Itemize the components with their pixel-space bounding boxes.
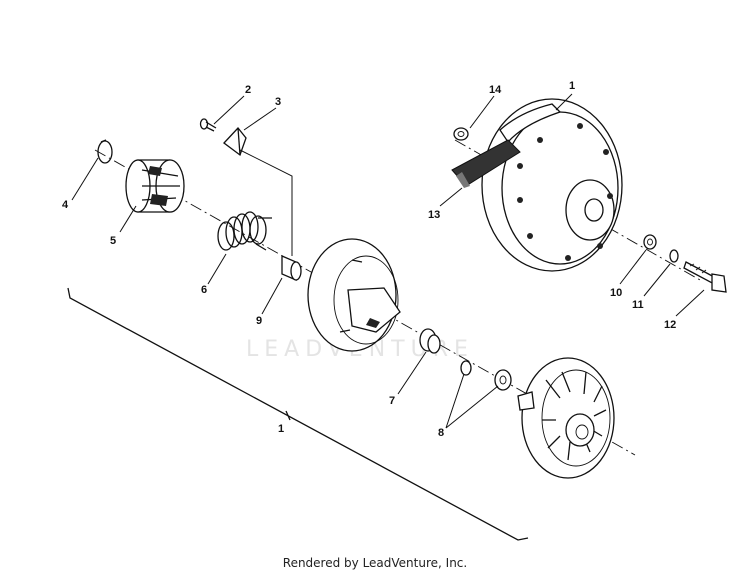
callout-12: 12 [664, 319, 676, 331]
leader-7 [397, 351, 427, 395]
leader-8 [445, 373, 499, 429]
assembly-bracket-tick [285, 410, 291, 421]
washer-part-14 [453, 127, 469, 141]
leader-4 [71, 157, 99, 201]
callout-1-top: 1 [569, 80, 575, 92]
callout-5: 5 [110, 235, 116, 247]
snap-ring-part [97, 139, 113, 164]
callout-4: 4 [62, 199, 69, 211]
callout-3: 3 [275, 96, 281, 108]
drive-belt-part [451, 139, 521, 188]
washers-part-8 [460, 360, 512, 391]
callout-13: 13 [428, 209, 440, 221]
leader-14 [469, 95, 495, 129]
leader-9 [261, 277, 283, 315]
leader-1-top [555, 93, 573, 111]
leader-11 [643, 263, 671, 297]
movable-sheave-part [307, 238, 401, 352]
leader-5 [119, 205, 137, 233]
callout-14: 14 [489, 84, 502, 96]
part3-reference-line [239, 149, 293, 256]
slider-button-part [223, 127, 247, 157]
callout-2: 2 [245, 84, 251, 96]
callout-8: 8 [438, 427, 444, 439]
leader-3 [243, 107, 277, 131]
spring-part [217, 211, 272, 251]
assembled-clutch-part [481, 98, 623, 272]
footer-credit: Rendered by LeadVenture, Inc. [282, 556, 468, 570]
callout-11: 11 [632, 299, 644, 311]
bolt-part-12 [683, 261, 727, 293]
callout-10: 10 [610, 287, 622, 299]
leader-2 [213, 95, 245, 125]
bushing-part [281, 255, 302, 281]
set-screw-part [199, 118, 217, 132]
leader-6 [207, 253, 227, 285]
leader-13 [439, 187, 463, 207]
assembly-bracket [67, 287, 529, 541]
callout-6: 6 [201, 284, 207, 296]
cam-spider-part [125, 159, 185, 213]
lock-washer-part-11 [669, 249, 679, 263]
leader-10 [619, 249, 647, 285]
leader-12 [675, 289, 705, 317]
callout-9: 9 [256, 315, 262, 327]
callout-1-bracket: 1 [278, 423, 284, 435]
washer-part-10 [643, 234, 657, 250]
washer-part-7 [419, 328, 441, 354]
callout-7: 7 [389, 395, 395, 407]
fixed-sheave-part [517, 357, 615, 479]
